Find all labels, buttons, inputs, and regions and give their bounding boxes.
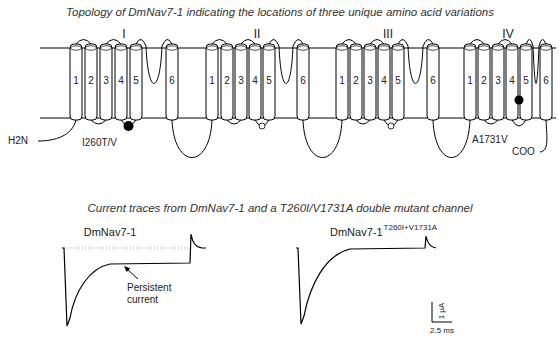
domain-label: II bbox=[254, 27, 261, 41]
segment-number: 2 bbox=[88, 75, 94, 87]
site-marker bbox=[259, 123, 265, 129]
segment-number: 4 bbox=[381, 75, 387, 87]
trace-label: DmNav7-1 bbox=[330, 226, 383, 239]
segment-helix bbox=[336, 44, 348, 120]
scale-label: 1 µA bbox=[437, 303, 447, 320]
segment-helix bbox=[130, 44, 142, 120]
segment-helix bbox=[492, 44, 504, 120]
baseline bbox=[64, 248, 190, 249]
mutation-label: A1731V bbox=[472, 134, 508, 146]
scale-bar bbox=[432, 302, 452, 322]
segment-helix bbox=[70, 44, 82, 120]
segment-number: 2 bbox=[224, 75, 230, 87]
trace-label: DmNav7-1 bbox=[84, 226, 137, 239]
segment-number: 5 bbox=[133, 75, 139, 87]
mutation-label: I260T/V bbox=[82, 137, 117, 149]
segment-number: 3 bbox=[367, 75, 373, 87]
section-heading: Topology of DmNav7-1 indicating the loca… bbox=[66, 6, 494, 20]
segment-number: 4 bbox=[509, 75, 515, 87]
current-trace bbox=[296, 236, 436, 324]
segment-helix bbox=[235, 44, 247, 120]
n-terminus bbox=[38, 120, 76, 141]
segments bbox=[70, 44, 552, 120]
segment-helix bbox=[221, 44, 233, 120]
domain-label: I bbox=[122, 27, 125, 41]
segment-helix bbox=[392, 44, 404, 120]
arrowhead bbox=[124, 266, 130, 272]
segment-number: 5 bbox=[523, 75, 529, 87]
segment-helix bbox=[506, 44, 518, 120]
domain-loop bbox=[76, 39, 212, 157]
section-heading: Current traces from DmNav7-1 and a T260I… bbox=[87, 202, 472, 216]
segment-helix bbox=[85, 44, 97, 120]
terminus-label: H2N bbox=[8, 135, 28, 147]
segment-number: 3 bbox=[495, 75, 501, 87]
segment-helix bbox=[364, 44, 376, 120]
segment-number: 5 bbox=[266, 75, 272, 87]
segment-helix bbox=[297, 44, 309, 120]
pointer-arrow bbox=[128, 270, 138, 279]
segment-number: 1 bbox=[339, 75, 345, 87]
segment-number: 3 bbox=[238, 75, 244, 87]
segment-helix bbox=[206, 44, 218, 120]
mutation-dot bbox=[124, 121, 134, 131]
site-marker bbox=[388, 123, 394, 129]
segment-number: 4 bbox=[252, 75, 258, 87]
scale-label: 2.5 ms bbox=[430, 326, 454, 336]
segment-number: 4 bbox=[118, 75, 124, 87]
domain-loop bbox=[342, 39, 470, 157]
segment-number: 1 bbox=[209, 75, 215, 87]
segment-number: 2 bbox=[353, 75, 359, 87]
segment-helix bbox=[100, 44, 112, 120]
segment-number: 2 bbox=[481, 75, 487, 87]
segment-number: 6 bbox=[169, 75, 175, 87]
segment-helix bbox=[540, 44, 552, 120]
segment-helix bbox=[520, 44, 532, 120]
loops bbox=[38, 39, 547, 157]
segment-number: 1 bbox=[73, 75, 79, 87]
segment-helix bbox=[478, 44, 490, 120]
domain-loop bbox=[212, 39, 342, 157]
segment-number: 6 bbox=[543, 75, 549, 87]
segment-helix bbox=[350, 44, 362, 120]
segment-number: 3 bbox=[103, 75, 109, 87]
segment-helix bbox=[263, 44, 275, 120]
segment-helix bbox=[249, 44, 261, 120]
segment-number: 1 bbox=[467, 75, 473, 87]
domain-label: III bbox=[383, 27, 393, 41]
mutation-superscript: T260I+V1731A bbox=[384, 223, 438, 233]
c-terminus bbox=[540, 120, 547, 152]
segment-number: 5 bbox=[395, 75, 401, 87]
segment-helix bbox=[464, 44, 476, 120]
segment-helix bbox=[166, 44, 178, 120]
domain-loop bbox=[470, 39, 546, 126]
segment-number: 6 bbox=[300, 75, 306, 87]
current-trace bbox=[62, 234, 206, 326]
domain-label: IV bbox=[502, 27, 513, 41]
segment-helix bbox=[427, 44, 439, 120]
annotation: Persistent current bbox=[127, 282, 183, 306]
mutation-dot bbox=[515, 96, 524, 105]
segment-helix bbox=[115, 44, 127, 120]
terminus-label: COO bbox=[512, 146, 535, 158]
segment-number: 6 bbox=[430, 75, 436, 87]
segment-helix bbox=[378, 44, 390, 120]
